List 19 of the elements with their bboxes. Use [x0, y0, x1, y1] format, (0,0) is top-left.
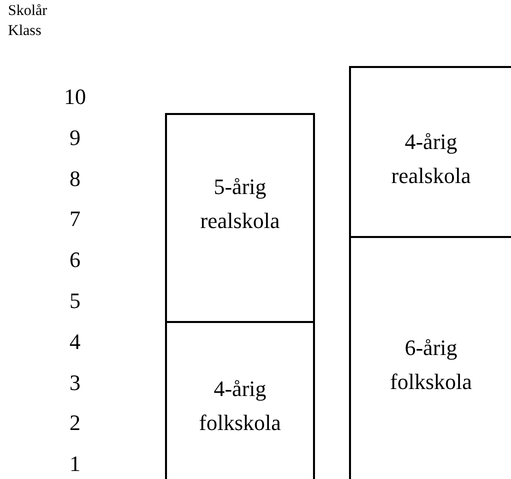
stage-label: 4-årig folkskola	[198, 375, 282, 437]
stage-label: 6-årig folkskola	[389, 334, 473, 396]
grade-number: 9	[68, 124, 82, 151]
grade-number: 1	[68, 451, 82, 478]
grade-number: 10	[63, 84, 87, 110]
axis-title: Klass	[8, 22, 42, 40]
grade-number: 7	[68, 206, 82, 232]
school-stage-box	[165, 113, 315, 323]
grade-number: 5	[68, 288, 82, 314]
school-stage-box	[349, 66, 511, 238]
grade-number: 2	[68, 410, 82, 436]
stage-label: 5-årig realskola	[199, 173, 281, 235]
grade-number: 4	[68, 328, 82, 355]
grade-number: 8	[68, 166, 82, 192]
axis-title: Skolår	[8, 2, 48, 20]
school-stage-box	[165, 321, 315, 479]
grade-number: 3	[68, 370, 82, 396]
grade-number: 6	[68, 247, 82, 274]
stage-label: 4-årig realskola	[390, 128, 472, 190]
